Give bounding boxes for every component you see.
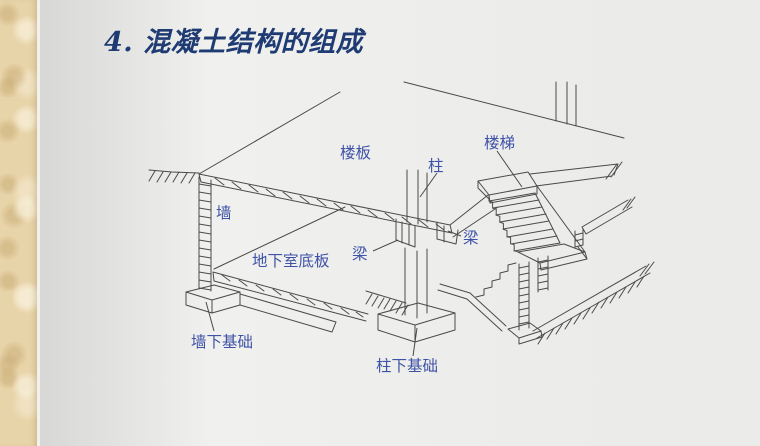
label-wall: 墙 <box>216 204 232 222</box>
wall-foundation-shape <box>185 284 337 333</box>
leader-beam-right <box>447 230 462 237</box>
leader-stairs <box>496 150 523 188</box>
label-beam-left: 梁 <box>352 245 368 263</box>
leader-lines <box>205 150 523 357</box>
label-column-foundation: 柱下基础 <box>376 357 438 375</box>
slide-title: 4. 混凝土结构的组成 <box>104 27 364 58</box>
parchment-texture-strip <box>0 0 40 446</box>
diagram-labels: 楼板 柱 楼梯 墙 梁 梁 地下室底板 墙下基础 柱下基础 <box>191 134 515 375</box>
column-foundation-shape <box>377 302 456 343</box>
leader-wall-foundation <box>205 301 215 332</box>
ground-surface-left <box>148 169 200 184</box>
label-beam-right: 梁 <box>463 229 479 247</box>
leader-column-foundation <box>412 327 418 357</box>
stair-pit-shape <box>437 196 636 345</box>
floor-slab-shape <box>198 81 625 234</box>
beam-left-shape <box>395 218 416 248</box>
leader-column <box>419 172 438 198</box>
beam-right-shape <box>436 221 459 245</box>
label-basement-floor-slab: 地下室底板 <box>252 252 330 270</box>
label-stairs: 楼梯 <box>484 134 515 152</box>
leader-beam-left <box>372 239 399 252</box>
staircase-shape <box>449 161 623 298</box>
wall-shape <box>198 176 212 292</box>
back-column-shape <box>555 81 577 127</box>
label-wall-foundation: 墙下基础 <box>191 333 253 351</box>
label-floor-slab: 楼板 <box>340 144 371 162</box>
label-column: 柱 <box>428 157 444 175</box>
basement-floor-shape <box>212 206 409 322</box>
ground-surface-right <box>532 261 655 345</box>
center-column-shape <box>404 169 428 319</box>
